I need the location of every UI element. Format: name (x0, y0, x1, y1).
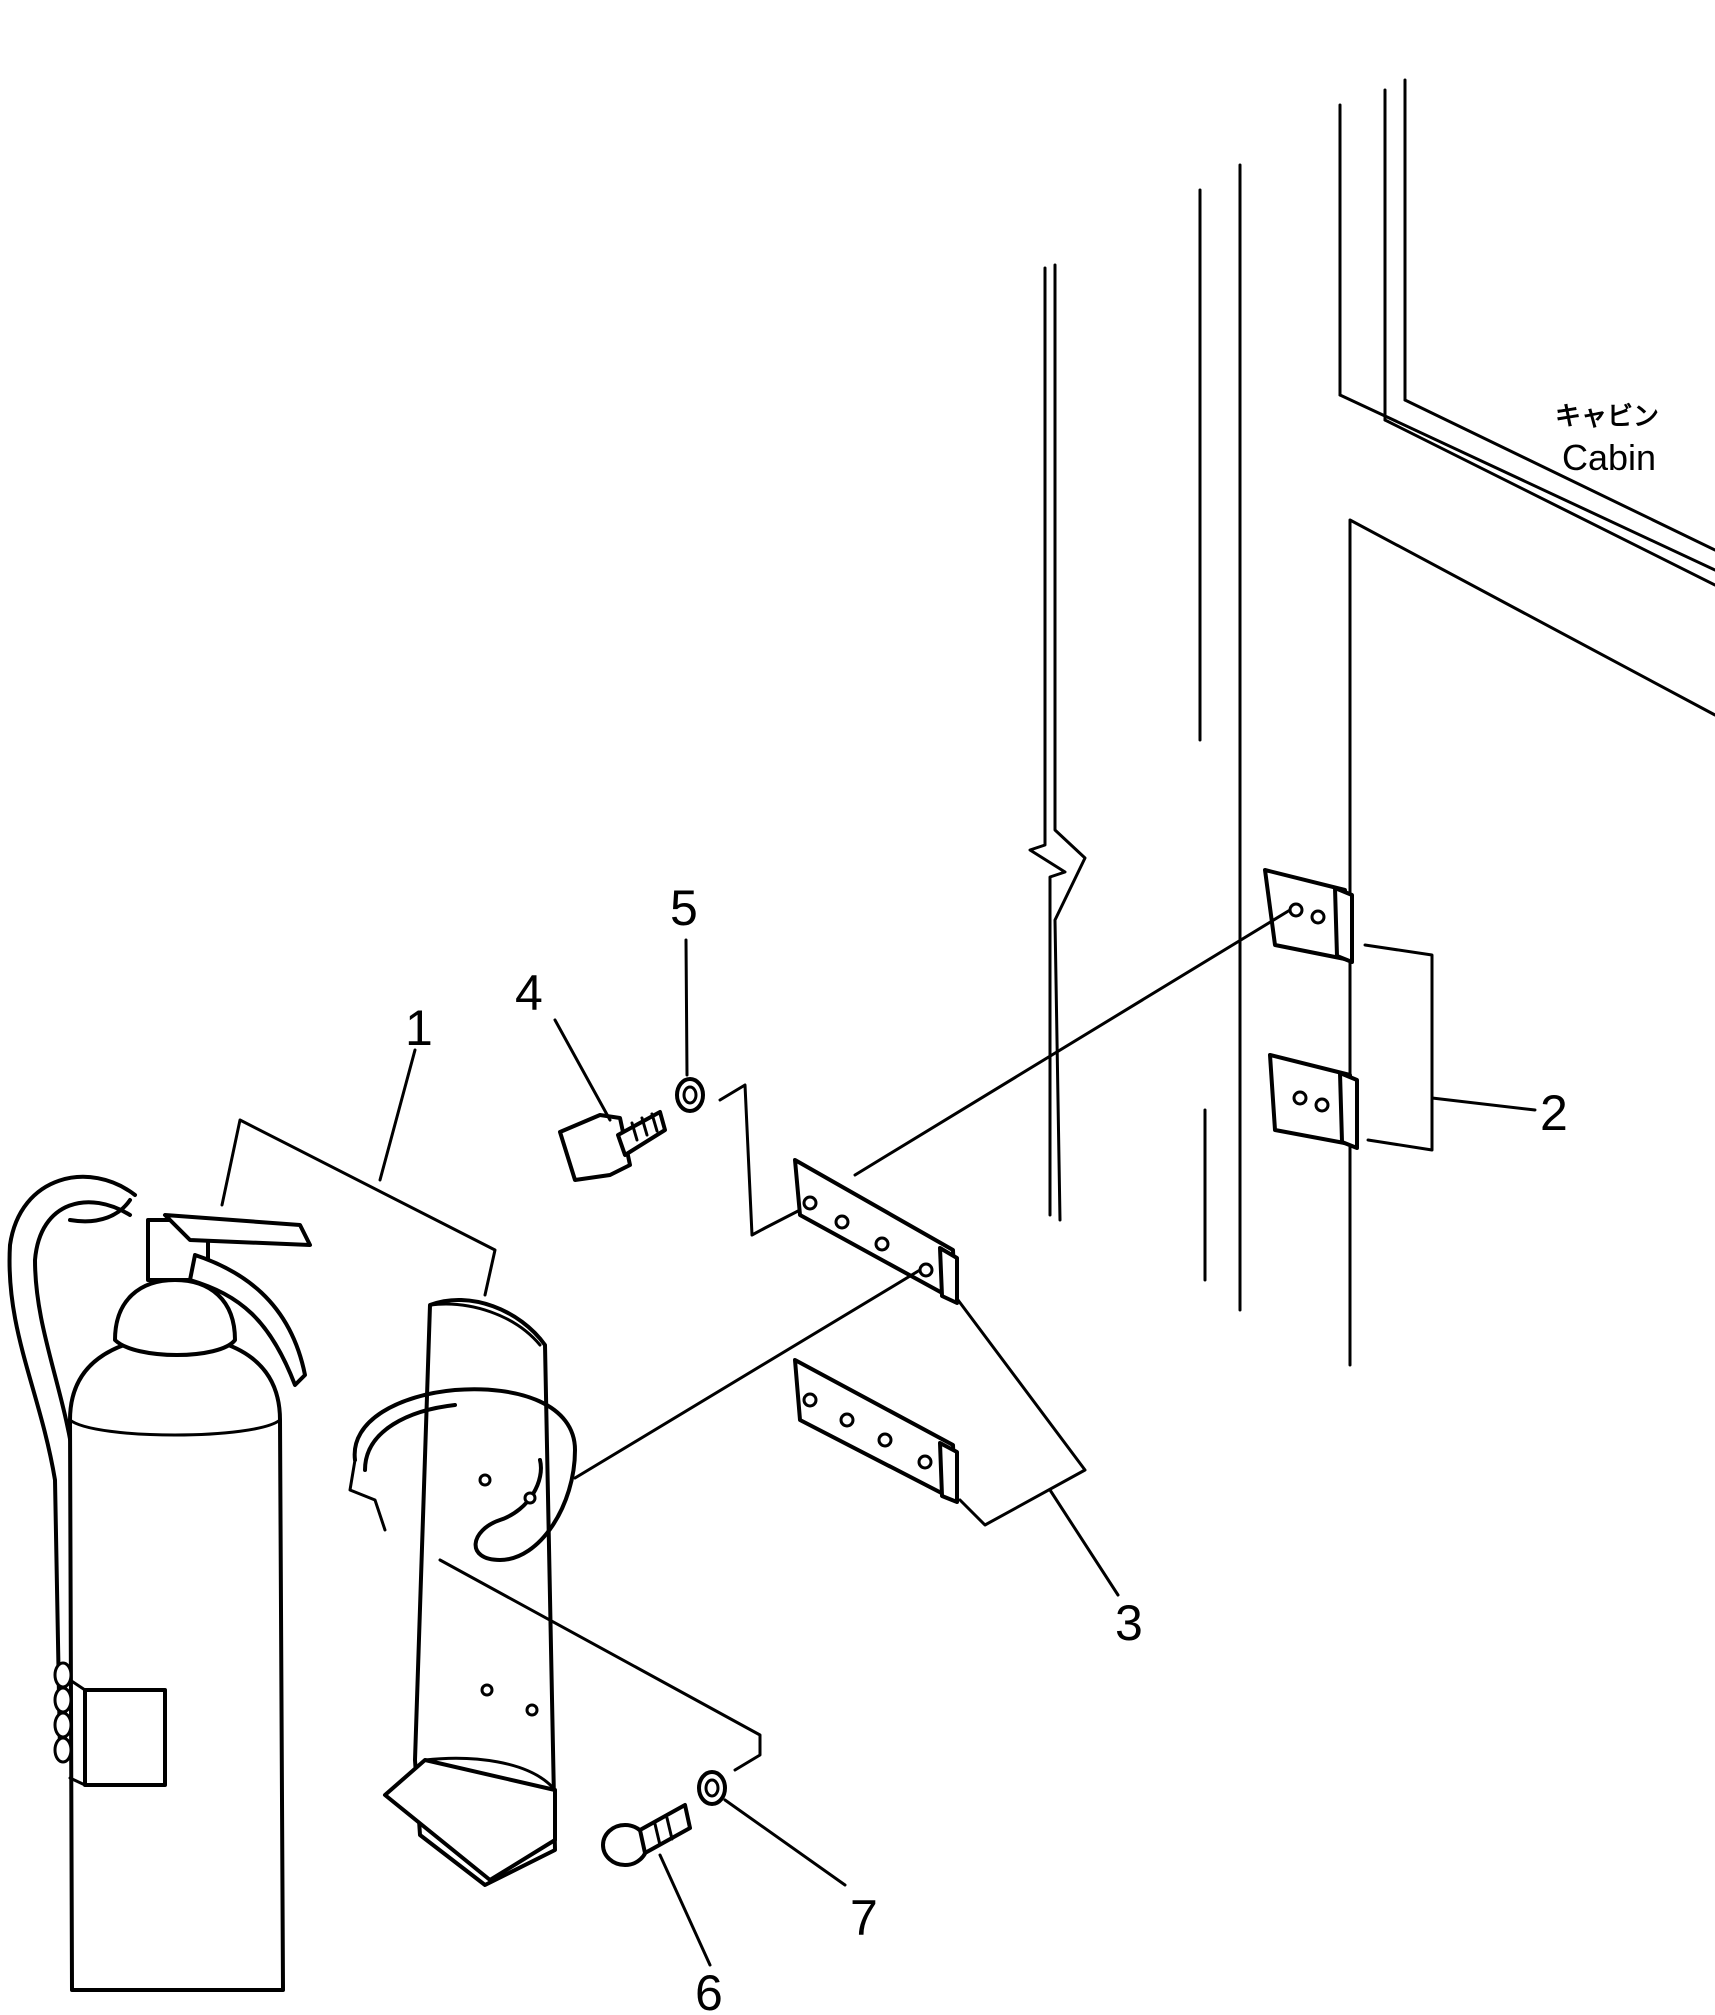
leader-lines (220, 908, 1537, 1967)
mounting-plate-lower (793, 1358, 959, 1504)
cabin-label-english: Cabin (1562, 437, 1656, 478)
callout-5: 5 (670, 880, 698, 936)
callout-labels: 1 2 3 4 5 6 7 (405, 880, 1568, 2015)
callout-7: 7 (850, 1890, 878, 1946)
washer-upper (675, 1077, 705, 1113)
callout-3: 3 (1115, 1595, 1143, 1651)
callout-2: 2 (1540, 1085, 1568, 1141)
callout-4: 4 (515, 965, 543, 1021)
mounting-plate-upper (793, 1158, 959, 1305)
callout-6: 6 (695, 1965, 723, 2015)
cabin-structure (1028, 78, 1715, 1367)
bolt-lower (601, 1803, 692, 1867)
callout-1: 1 (405, 1000, 433, 1056)
cabin-label-japanese: キャビン (1555, 402, 1659, 432)
cabin-bracket-lower (1268, 1053, 1359, 1150)
extinguisher-holder (348, 1298, 577, 1887)
fire-extinguisher (7, 1174, 312, 1992)
washer-lower (697, 1770, 727, 1806)
bolt-upper (558, 1110, 667, 1182)
cabin-label: キャビン Cabin (1555, 402, 1659, 478)
